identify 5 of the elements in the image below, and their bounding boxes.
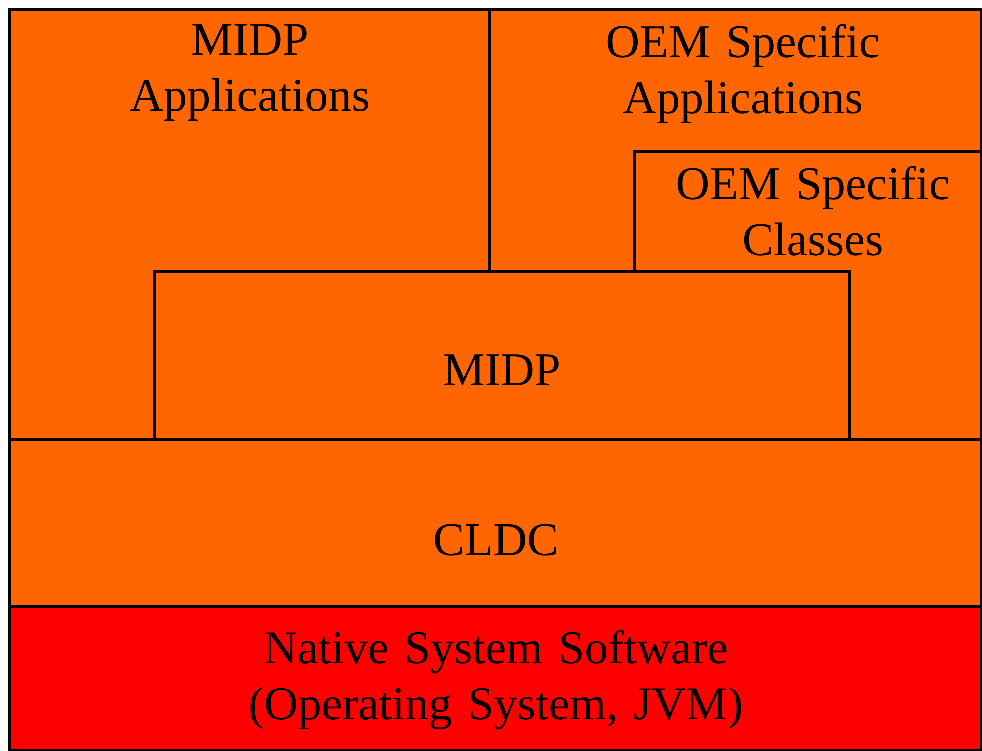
layer-box: OEM Specific Classes	[634, 150, 982, 442]
node-label: OEM Specific Classes	[678, 166, 949, 256]
layer-box: MIDP	[154, 270, 852, 442]
layer-box: Native System Software (Operating System, JVM)	[8, 606, 982, 751]
layer-box: CLDC	[8, 438, 982, 608]
